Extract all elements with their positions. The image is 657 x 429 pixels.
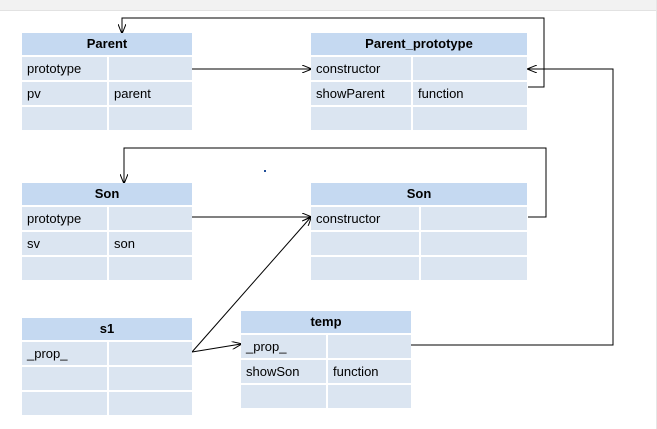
parent-prototype-table: Parent_prototype constructor showParent … (311, 33, 527, 130)
table-row: sv son (22, 232, 192, 257)
row-key: showSon (241, 360, 326, 383)
row-value (326, 385, 411, 408)
temp-table: temp _prop_ showSon function (241, 311, 411, 408)
table-row: prototype (22, 57, 192, 82)
row-key (241, 385, 326, 408)
table-row: prototype (22, 207, 192, 232)
table-title: s1 (22, 318, 192, 342)
row-key (22, 257, 107, 280)
row-key (311, 257, 419, 280)
row-value (107, 207, 192, 230)
s1-table: s1 _prop_ (22, 318, 192, 415)
row-key: prototype (22, 207, 107, 230)
row-value (411, 107, 527, 130)
row-key (22, 107, 107, 130)
table-row (22, 392, 192, 415)
row-key: prototype (22, 57, 107, 80)
table-row: _prop_ (241, 335, 411, 360)
table-title: temp (241, 311, 411, 335)
table-row (241, 385, 411, 408)
stray-dot (264, 170, 266, 172)
table-row: constructor (311, 207, 527, 232)
row-key: _prop_ (22, 342, 107, 365)
table-title: Parent (22, 33, 192, 57)
row-key: _prop_ (241, 335, 326, 358)
table-row: pv parent (22, 82, 192, 107)
row-key (22, 392, 107, 415)
row-value (107, 367, 192, 390)
arrow-son-constructor-to-son (124, 147, 547, 218)
row-key: pv (22, 82, 107, 105)
table-row (311, 232, 527, 257)
row-key: constructor (311, 57, 411, 80)
row-value: function (326, 360, 411, 383)
table-row: constructor (311, 57, 527, 82)
table-row (22, 367, 192, 392)
row-value (107, 257, 192, 280)
row-key: showParent (311, 82, 411, 105)
row-value: function (411, 82, 527, 105)
row-value (107, 107, 192, 130)
table-title: Son (311, 183, 527, 207)
row-value (419, 232, 527, 255)
table-row: showSon function (241, 360, 411, 385)
row-value (107, 392, 192, 415)
table-row (311, 257, 527, 280)
window-top-bar (0, 0, 657, 11)
table-row (22, 257, 192, 280)
row-key (311, 107, 411, 130)
row-value (411, 57, 527, 80)
arrow-s1-prop-to-temp-prop (191, 344, 241, 353)
row-value (419, 257, 527, 280)
row-key (22, 367, 107, 390)
table-title: Son (22, 183, 192, 207)
row-value: son (107, 232, 192, 255)
arrow-parent-constructor-to-parent (122, 17, 545, 88)
row-key: constructor (311, 207, 419, 230)
row-key: sv (22, 232, 107, 255)
table-row (311, 107, 527, 130)
row-key (311, 232, 419, 255)
table-row: showParent function (311, 82, 527, 107)
parent-table: Parent prototype pv parent (22, 33, 192, 130)
row-value (107, 342, 192, 365)
son-table: Son prototype sv son (22, 183, 192, 280)
table-title: Parent_prototype (311, 33, 527, 57)
table-row (22, 107, 192, 130)
row-value (419, 207, 527, 230)
arrow-temp-prop-to-parent-prototype (411, 69, 614, 346)
arrow-s1-prop-to-son-constructor (191, 217, 311, 353)
table-row: _prop_ (22, 342, 192, 367)
row-value (107, 57, 192, 80)
row-value (326, 335, 411, 358)
row-value: parent (107, 82, 192, 105)
son-prototype-table: Son constructor (311, 183, 527, 280)
